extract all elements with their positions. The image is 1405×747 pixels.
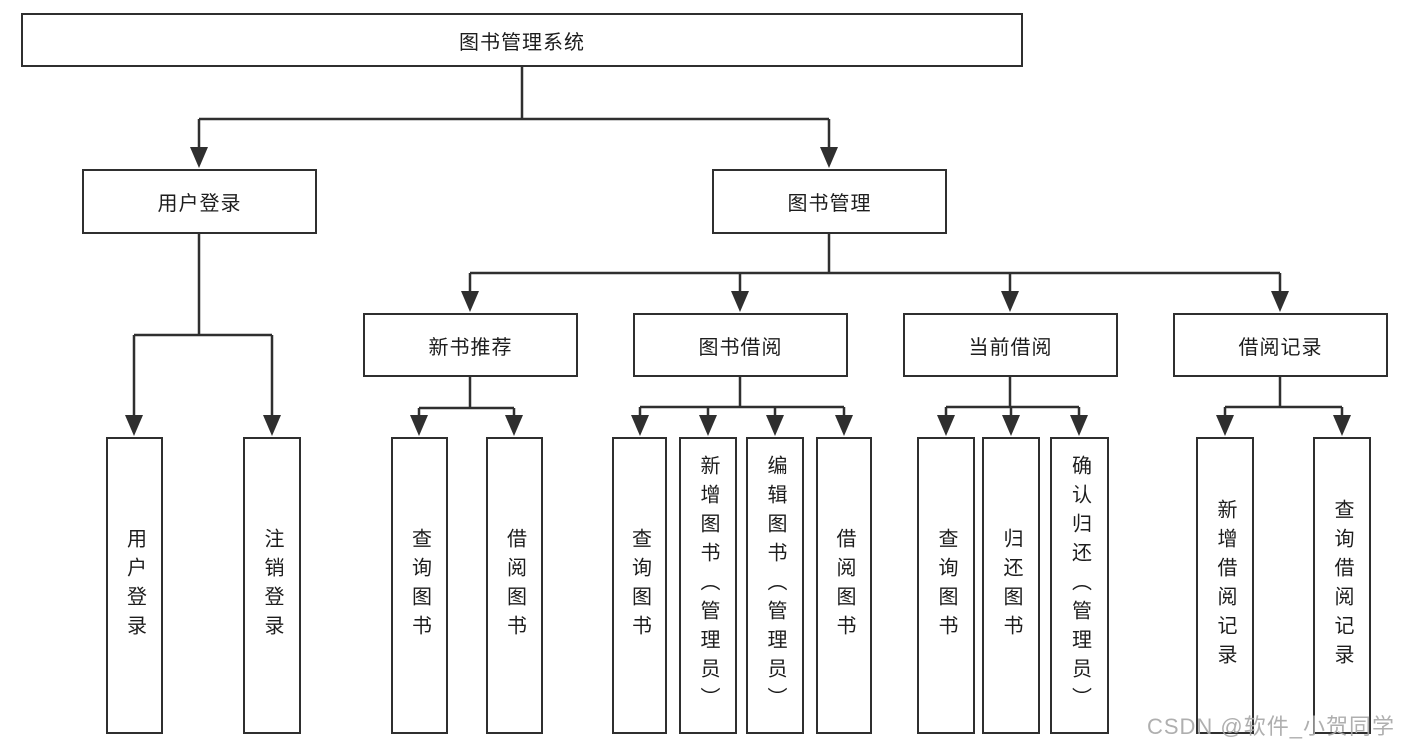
node-book-management: 图书管理 (712, 169, 947, 234)
node-user-login: 用户登录 (82, 169, 317, 234)
leaf-add-borrow-record: 新增借阅记录 (1196, 437, 1254, 734)
leaf-query-books-borrow: 查询图书 (612, 437, 667, 734)
leaf-return-book: 归还图书 (982, 437, 1040, 734)
leaf-logout: 注销登录 (243, 437, 301, 734)
leaf-borrow-books: 借阅图书 (816, 437, 872, 734)
leaf-borrow-books-recommend: 借阅图书 (486, 437, 543, 734)
connector-records-to-leaves (1223, 377, 1344, 418)
node-borrow-records: 借阅记录 (1173, 313, 1388, 377)
connector-userlogin-to-leaves (132, 234, 274, 418)
connector-bookmgmt-to-level3 (468, 234, 1282, 294)
connector-root-to-level2 (197, 67, 831, 150)
node-root-library-system: 图书管理系统 (21, 13, 1023, 67)
leaf-edit-book-admin: 编辑图书（管理员） (746, 437, 804, 734)
node-new-book-recommend: 新书推荐 (363, 313, 578, 377)
connector-currentborrow-to-leaves (944, 377, 1081, 418)
leaf-confirm-return-admin: 确认归还（管理员） (1050, 437, 1109, 734)
connector-newbooks-to-leaves (417, 377, 516, 418)
leaf-user-login: 用户登录 (106, 437, 163, 734)
node-book-borrow: 图书借阅 (633, 313, 848, 377)
leaf-query-books-recommend: 查询图书 (391, 437, 448, 734)
leaf-query-books-current: 查询图书 (917, 437, 975, 734)
connector-bookborrow-to-leaves (638, 377, 846, 418)
leaf-add-book-admin: 新增图书（管理员） (679, 437, 737, 734)
node-current-borrow: 当前借阅 (903, 313, 1118, 377)
leaf-query-borrow-record: 查询借阅记录 (1313, 437, 1371, 734)
